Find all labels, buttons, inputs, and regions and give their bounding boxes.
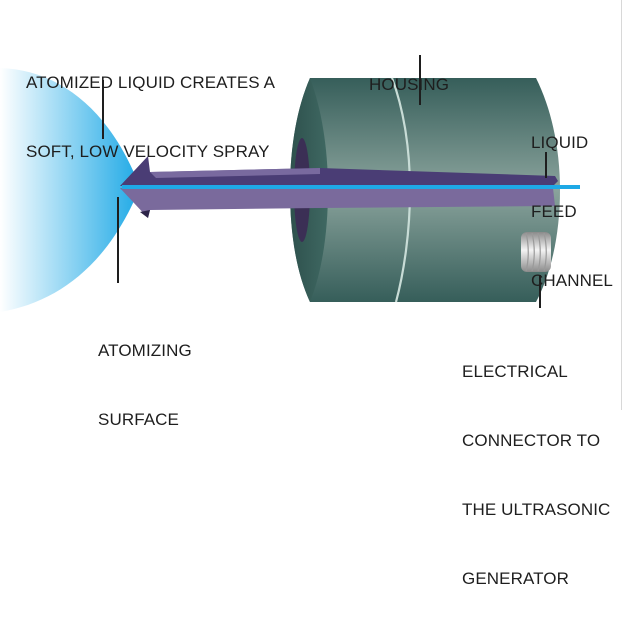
spray-plume: [0, 68, 140, 312]
label-liquid-feed-channel: LIQUID FEED CHANNEL: [531, 133, 613, 290]
nozzle-diagram: ATOMIZED LIQUID CREATES A SOFT, LOW VELO…: [0, 0, 622, 588]
label-spray: ATOMIZED LIQUID CREATES A SOFT, LOW VELO…: [26, 73, 276, 161]
liquid-channel: [122, 185, 580, 189]
electrical-connector: [521, 232, 551, 272]
label-electrical-connector: ELECTRICAL CONNECTOR TO THE ULTRASONIC G…: [462, 362, 611, 588]
horn-tube: [120, 156, 580, 218]
leader-lines: [102, 55, 547, 308]
label-atomizing-surface: ATOMIZING SURFACE: [98, 341, 192, 429]
horn-lower: [120, 188, 555, 218]
horn-upper: [120, 156, 558, 186]
frame-edge: [621, 0, 622, 410]
label-housing: HOUSING: [369, 75, 450, 94]
diagram-canvas: [0, 55, 580, 312]
